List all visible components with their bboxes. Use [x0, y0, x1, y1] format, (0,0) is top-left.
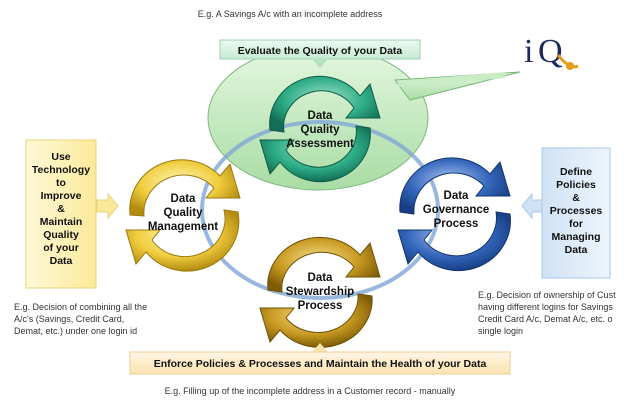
iq-logo: i Q: [524, 33, 579, 70]
left-note-line-3: Demat, etc.) under one login id: [14, 326, 137, 336]
cycle-governance: Data Governance Process: [397, 157, 511, 272]
cycle-assessment: Data Quality Assessment: [259, 75, 381, 183]
stewardship-line-2: Stewardship: [286, 286, 354, 298]
right-box-line-3: &: [572, 192, 580, 204]
up-arrow-icon: [312, 343, 328, 352]
speech-bubble: [207, 45, 521, 191]
stewardship-line-1: Data: [308, 272, 334, 284]
top-banner: Evaluate the Quality of your Data: [219, 39, 421, 68]
logo-swoosh-icon: [556, 54, 579, 69]
right-box: Define Policies & Processes for Managing…: [521, 147, 611, 279]
right-note-line-3: Credit Card A/c, Demat A/c, etc. o: [478, 314, 613, 324]
top-note: E.g. A Savings A/c with an incomplete ad…: [198, 9, 383, 19]
down-arrow-icon: [312, 59, 328, 68]
bottom-banner: Enforce Policies & Processes and Maintai…: [129, 343, 511, 375]
right-arrow-icon: [96, 192, 119, 220]
bottom-banner-text: Enforce Policies & Processes and Maintai…: [154, 358, 487, 370]
right-note-line-4: single login: [478, 326, 523, 336]
cycle-management: Data Quality Management: [125, 159, 241, 272]
top-banner-text: Evaluate the Quality of your Data: [238, 45, 403, 57]
left-box-line-5: &: [57, 203, 65, 215]
left-box-line-2: Technology: [32, 164, 90, 176]
left-box-line-8: of your: [43, 242, 79, 254]
cycle-stewardship: Data Stewardship Process: [259, 236, 381, 348]
left-box-line-4: Improve: [41, 190, 82, 202]
assessment-line-2: Quality: [301, 124, 341, 136]
management-line-1: Data: [171, 193, 197, 205]
logo-i: i: [524, 33, 533, 70]
left-box-line-9: Data: [50, 255, 73, 267]
left-box-line-3: to: [56, 177, 66, 189]
governance-line-2: Governance: [423, 204, 489, 216]
right-note-line-1: E.g. Decision of ownership of Cust: [478, 290, 616, 300]
right-box-line-6: Managing: [552, 231, 601, 243]
logo-q: Q: [538, 33, 563, 70]
left-arrow-icon: [521, 192, 543, 220]
governance-line-1: Data: [444, 190, 470, 202]
stewardship-line-3: Process: [298, 300, 343, 312]
management-line-2: Quality: [164, 207, 204, 219]
left-box-line-6: Maintain: [40, 216, 83, 228]
left-box-line-1: Use: [51, 151, 70, 163]
assessment-line-3: Assessment: [286, 138, 354, 150]
right-box-line-7: Data: [565, 244, 588, 256]
governance-line-3: Process: [434, 218, 479, 230]
left-note-line-1: E.g. Decision of combining all the: [14, 302, 147, 312]
assessment-line-1: Data: [308, 110, 334, 122]
left-note-line-2: A/c's (Savings, Credit Card,: [14, 314, 124, 324]
connecting-ring: [200, 120, 440, 300]
management-line-3: Management: [148, 221, 218, 233]
right-box-line-2: Policies: [556, 179, 596, 191]
right-note-line-2: having different logins for Savings: [478, 302, 613, 312]
right-box-line-5: for: [569, 218, 583, 230]
right-box-line-4: Processes: [550, 205, 603, 217]
left-box-line-7: Quality: [43, 229, 79, 241]
left-box: Use Technology to Improve & Maintain Qua…: [25, 139, 119, 289]
right-box-line-1: Define: [560, 166, 592, 178]
bottom-note: E.g. Filling up of the incomplete addres…: [165, 386, 456, 396]
